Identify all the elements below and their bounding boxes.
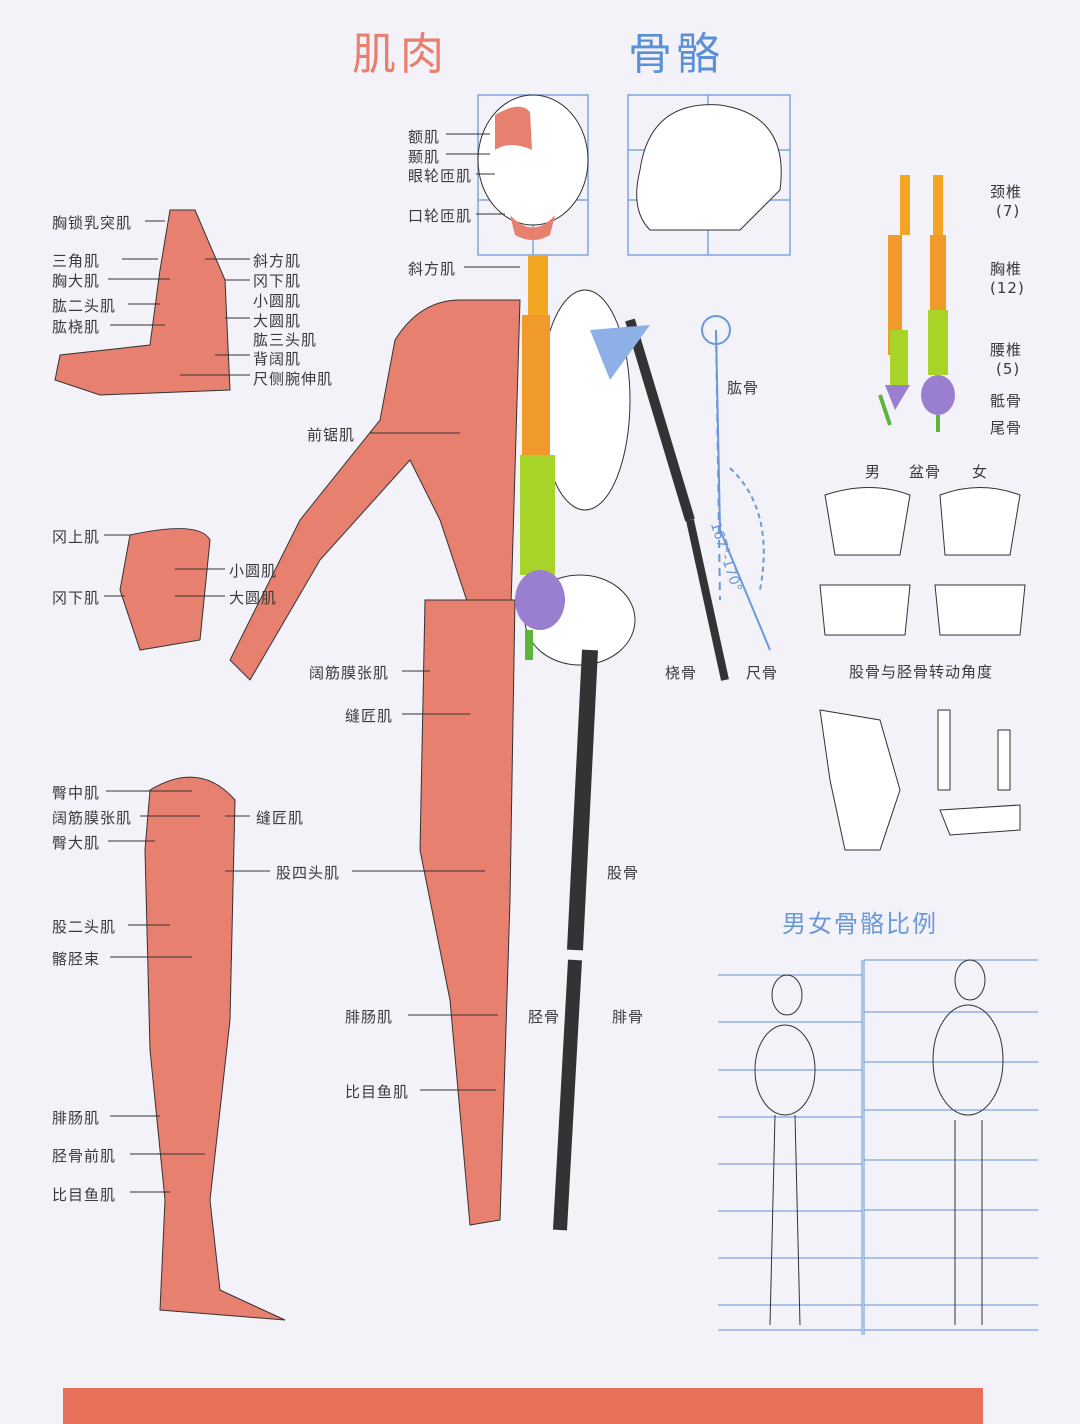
label-pelvis: 盆骨 — [909, 463, 942, 481]
label-orbicularis-oculi: 眼轮匝肌 — [408, 167, 473, 185]
knee-illustrations — [819, 709, 1021, 851]
label-serratus: 前锯肌 — [307, 426, 356, 444]
label-lumbar: 腰椎 — [990, 341, 1023, 359]
label-leg-gastrocnemius: 腓肠肌 — [52, 1109, 101, 1127]
label-sh-teres-minor: 小圆肌 — [229, 562, 278, 580]
knee-rotation-title: 股骨与胫骨转动角度 — [849, 663, 994, 681]
label-cervical: 颈椎 — [990, 183, 1023, 201]
label-leg-soleus: 比目鱼肌 — [52, 1186, 117, 1204]
label-brachioradialis: 肱桡肌 — [52, 318, 101, 336]
leader-lines — [104, 133, 520, 1193]
label-it-band: 髂胫束 — [52, 950, 101, 968]
label-tibia: 胫骨 — [528, 1008, 561, 1026]
label-ecu: 尺侧腕伸肌 — [253, 370, 334, 388]
label-male: 男 — [865, 463, 882, 481]
proportion-skeletons — [754, 959, 1004, 1326]
muscle-title: 肌肉 — [352, 29, 448, 80]
label-frontalis: 额肌 — [408, 128, 441, 146]
label-latissimus: 背阔肌 — [253, 350, 302, 368]
label-trapezius: 斜方肌 — [408, 260, 457, 278]
proportion-grid — [718, 959, 1038, 1335]
label-supraspinatus: 冈上肌 — [52, 528, 101, 546]
label-thoracic: 胸椎 — [990, 260, 1023, 278]
label-coccyx: 尾骨 — [990, 419, 1023, 437]
label-triceps: 肱三头肌 — [253, 331, 318, 349]
skull-front — [477, 94, 589, 226]
label-fibula: 腓骨 — [612, 1008, 645, 1026]
label-biceps: 肱二头肌 — [52, 297, 117, 315]
label-quadriceps: 股四头肌 — [276, 864, 341, 882]
pelvis-illustrations — [819, 487, 1026, 636]
label-cervical-count: (7) — [996, 202, 1021, 220]
label-gluteus-medius: 臀中肌 — [52, 784, 101, 802]
label-sacrum: 骶骨 — [990, 392, 1023, 410]
leg-muscle-illustration — [144, 776, 286, 1321]
label-temporalis: 颞肌 — [408, 148, 441, 166]
label-tfl: 阔筋膜张肌 — [309, 664, 390, 682]
carrying-angle-lines — [701, 315, 771, 651]
label-sartorius: 缝匠肌 — [345, 707, 394, 725]
label-sh-teres-major: 大圆肌 — [229, 589, 278, 607]
shoulder-muscle-illustration — [119, 528, 211, 651]
label-leg-tfl: 阔筋膜张肌 — [52, 809, 133, 827]
bottom-bar — [63, 1388, 983, 1424]
label-scm: 胸锁乳突肌 — [52, 214, 133, 232]
label-arm-teres-major: 大圆肌 — [253, 312, 302, 330]
proportion-title: 男女骨骼比例 — [782, 910, 938, 938]
label-leg-sartorius: 缝匠肌 — [256, 809, 305, 827]
muscle-leg — [419, 599, 516, 1226]
skeleton — [524, 289, 729, 1231]
muscle-torso-arm — [229, 299, 521, 681]
label-arm-infraspinatus: 冈下肌 — [253, 272, 302, 290]
label-thoracic-count: (12) — [990, 279, 1025, 297]
label-gluteus-maximus: 臀大肌 — [52, 834, 101, 852]
spine-center — [515, 255, 650, 660]
label-radius: 桡骨 — [665, 664, 698, 682]
bone-title: 骨骼 — [628, 29, 724, 80]
label-pectoralis: 胸大肌 — [52, 272, 101, 290]
face-muscles — [495, 106, 555, 241]
skull-side — [636, 104, 782, 231]
label-biceps-femoris: 股二头肌 — [52, 918, 117, 936]
spine-side — [878, 175, 955, 432]
arm-muscle-illustration — [54, 209, 231, 396]
label-orbicularis-oris: 口轮匝肌 — [408, 207, 473, 225]
label-gastrocnemius: 腓肠肌 — [345, 1008, 394, 1026]
label-femur: 股骨 — [607, 864, 640, 882]
label-humerus: 肱骨 — [727, 379, 760, 397]
label-sh-infraspinatus: 冈下肌 — [52, 589, 101, 607]
label-arm-teres-minor: 小圆肌 — [253, 292, 302, 310]
label-female: 女 — [972, 463, 989, 481]
label-soleus: 比目鱼肌 — [345, 1083, 410, 1101]
label-deltoid: 三角肌 — [52, 252, 101, 270]
label-ulna: 尺骨 — [746, 664, 779, 682]
label-lumbar-count: (5) — [996, 360, 1021, 378]
label-tibialis-anterior: 胫骨前肌 — [52, 1147, 117, 1165]
label-arm-trapezius: 斜方肌 — [253, 252, 302, 270]
